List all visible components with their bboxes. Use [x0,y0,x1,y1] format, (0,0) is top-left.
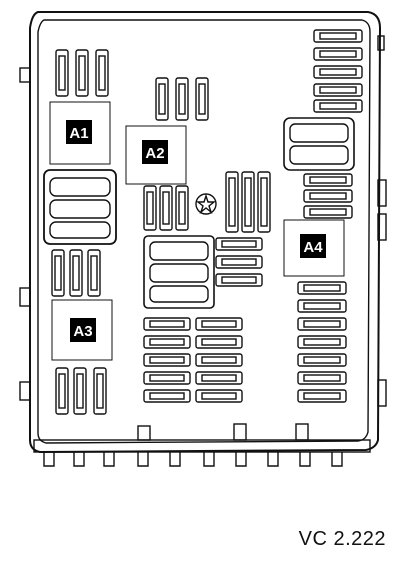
side-tab [19,287,31,307]
fuse-group-right-top [313,29,363,113]
label-a3: A3 [70,318,96,342]
mount-screw-star [196,193,216,215]
svg-text:A3: A3 [73,323,92,340]
fuse-group-right-mid [303,173,353,219]
module-a4-area [283,219,345,277]
fuse-group-bottom-center [143,317,243,403]
fuse-group-a1-top [55,49,109,97]
fuse-group-left-mid [51,249,101,297]
relay-left [43,169,117,245]
module-a2-area [125,125,187,185]
fuse-group-horizontal-center [215,237,263,287]
svg-text:A1: A1 [69,125,88,142]
fuse-group-right-bottom [297,281,347,403]
fuse-group-top-middle [155,77,209,121]
housing-outer [29,11,382,454]
connector-pins [43,423,343,467]
svg-text:A2: A2 [145,145,164,162]
connector-strip [33,439,371,453]
relay-center [143,235,215,309]
side-tab [377,35,385,51]
side-tab [19,381,31,401]
side-tab [19,67,31,83]
label-a1: A1 [66,120,92,144]
side-tab [377,179,387,207]
label-a4: A4 [300,234,326,258]
relay-right [283,117,355,171]
reference-code: VC 2.222 [298,528,386,550]
housing-inner [37,19,371,444]
side-tab [377,379,387,407]
svg-text:A4: A4 [303,239,323,256]
fuse-group-center-right [225,171,271,233]
side-tab [377,213,387,241]
fuse-group-left-bottom [55,367,107,415]
label-a2: A2 [142,140,168,164]
module-a3-area [51,299,113,361]
module-a1-area [49,101,111,165]
fuse-group-center [143,185,189,231]
